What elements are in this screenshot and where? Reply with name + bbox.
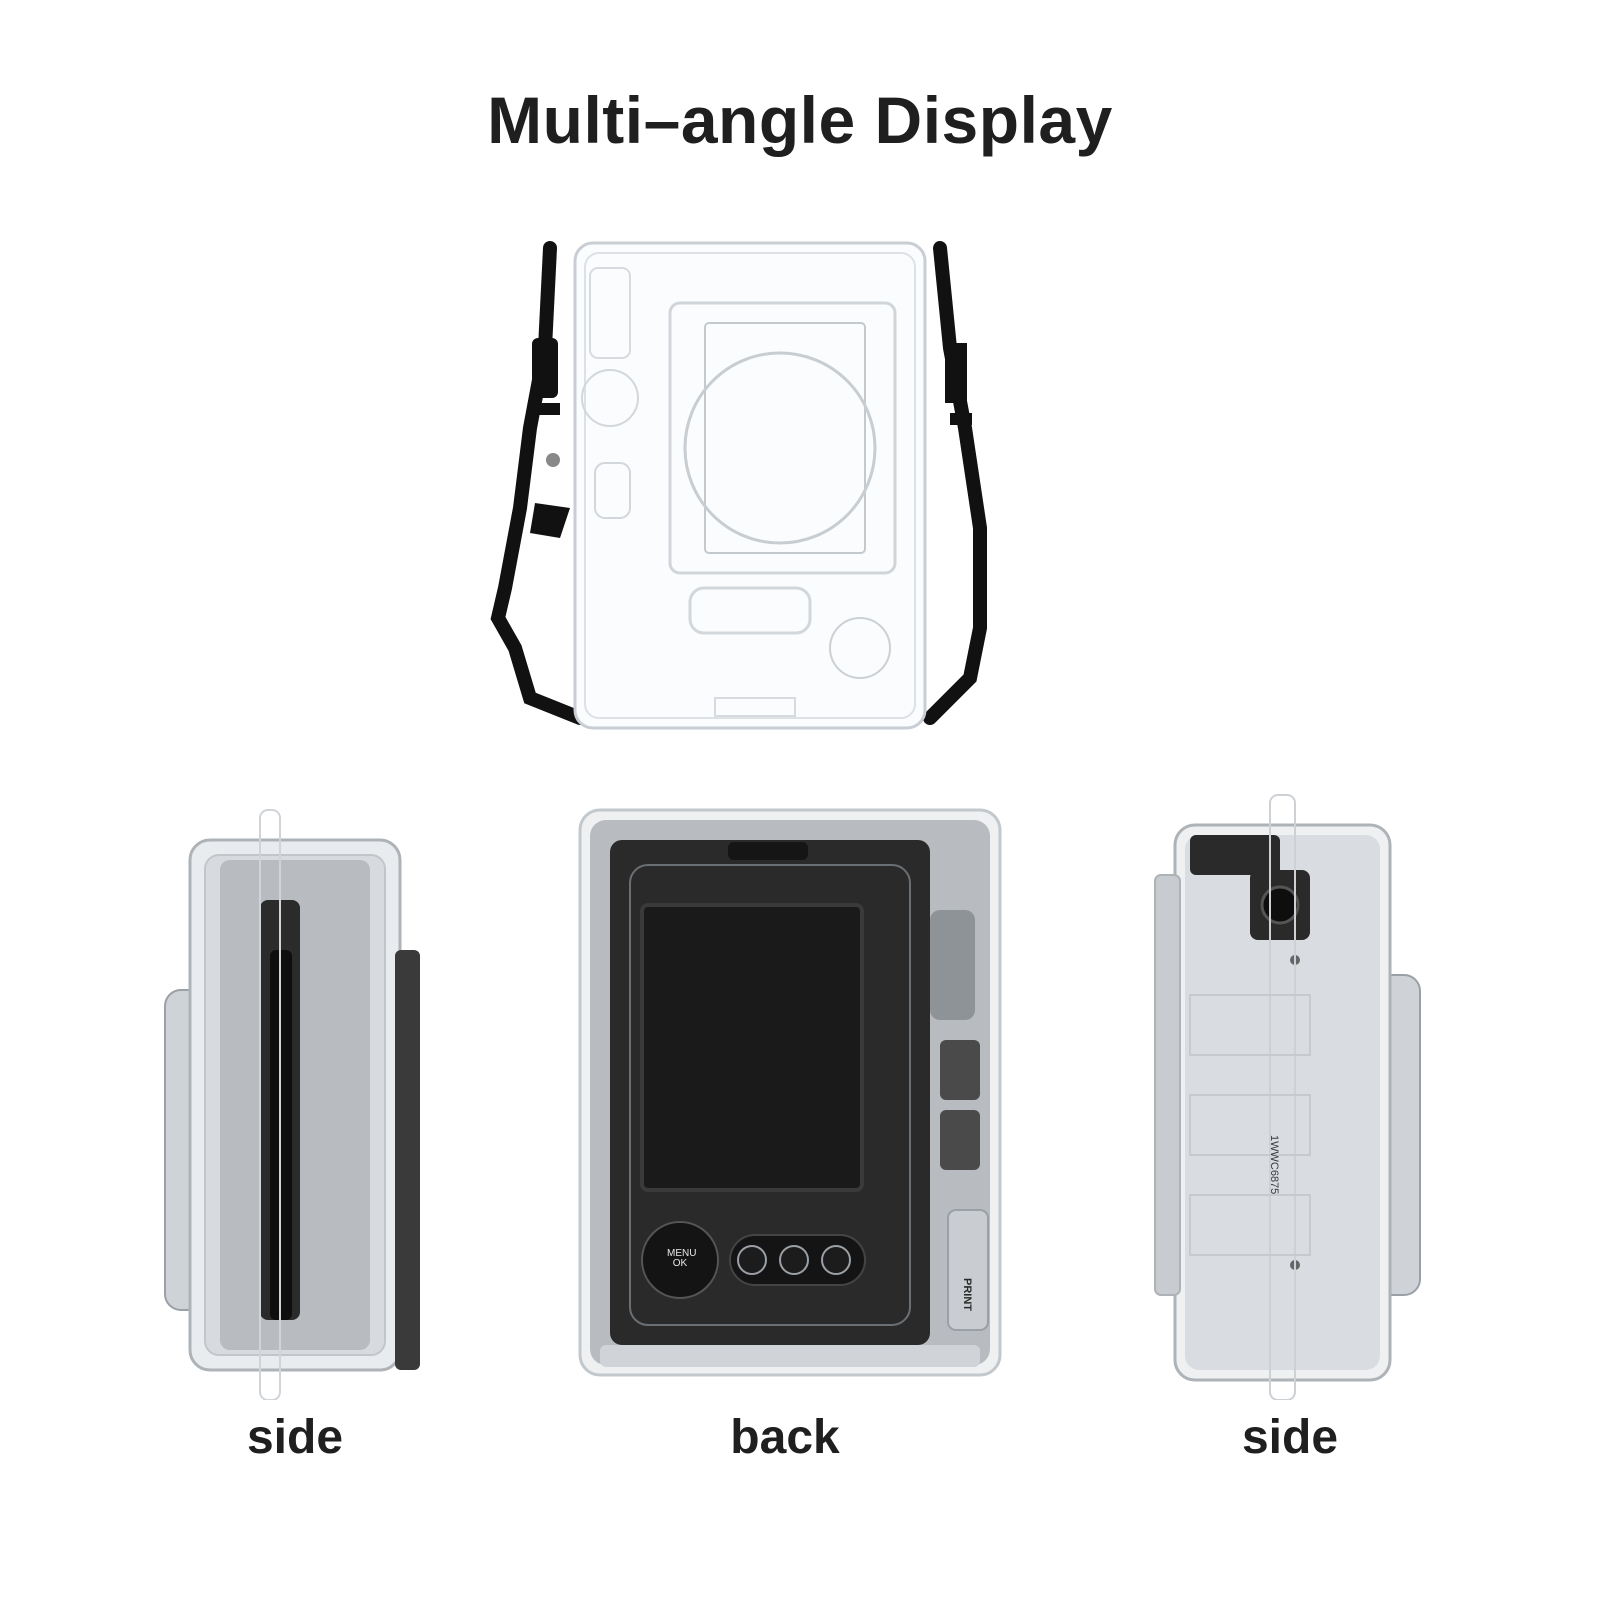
label-side-left: side xyxy=(246,1411,344,1464)
label-side-right: side xyxy=(1241,1411,1339,1464)
case-back-image xyxy=(578,808,1002,1377)
print-marking: PRINT xyxy=(961,1278,973,1311)
label-back: back xyxy=(730,1411,840,1464)
case-front-image xyxy=(490,241,987,730)
menu-ok-marking: MENU OK xyxy=(667,1248,697,1269)
case-side-view-right: 1WWC6875 xyxy=(1150,785,1430,1400)
case-side-left-image xyxy=(164,809,420,1400)
case-front-view xyxy=(490,228,1010,738)
case-side-right-image xyxy=(1154,794,1421,1400)
case-back-view: MENU OK PRINT xyxy=(570,790,1010,1390)
case-side-view-left xyxy=(160,800,430,1400)
serial-marking: 1WWC6875 xyxy=(1268,1135,1280,1195)
page-title: Multi–angle Display xyxy=(487,83,1113,157)
